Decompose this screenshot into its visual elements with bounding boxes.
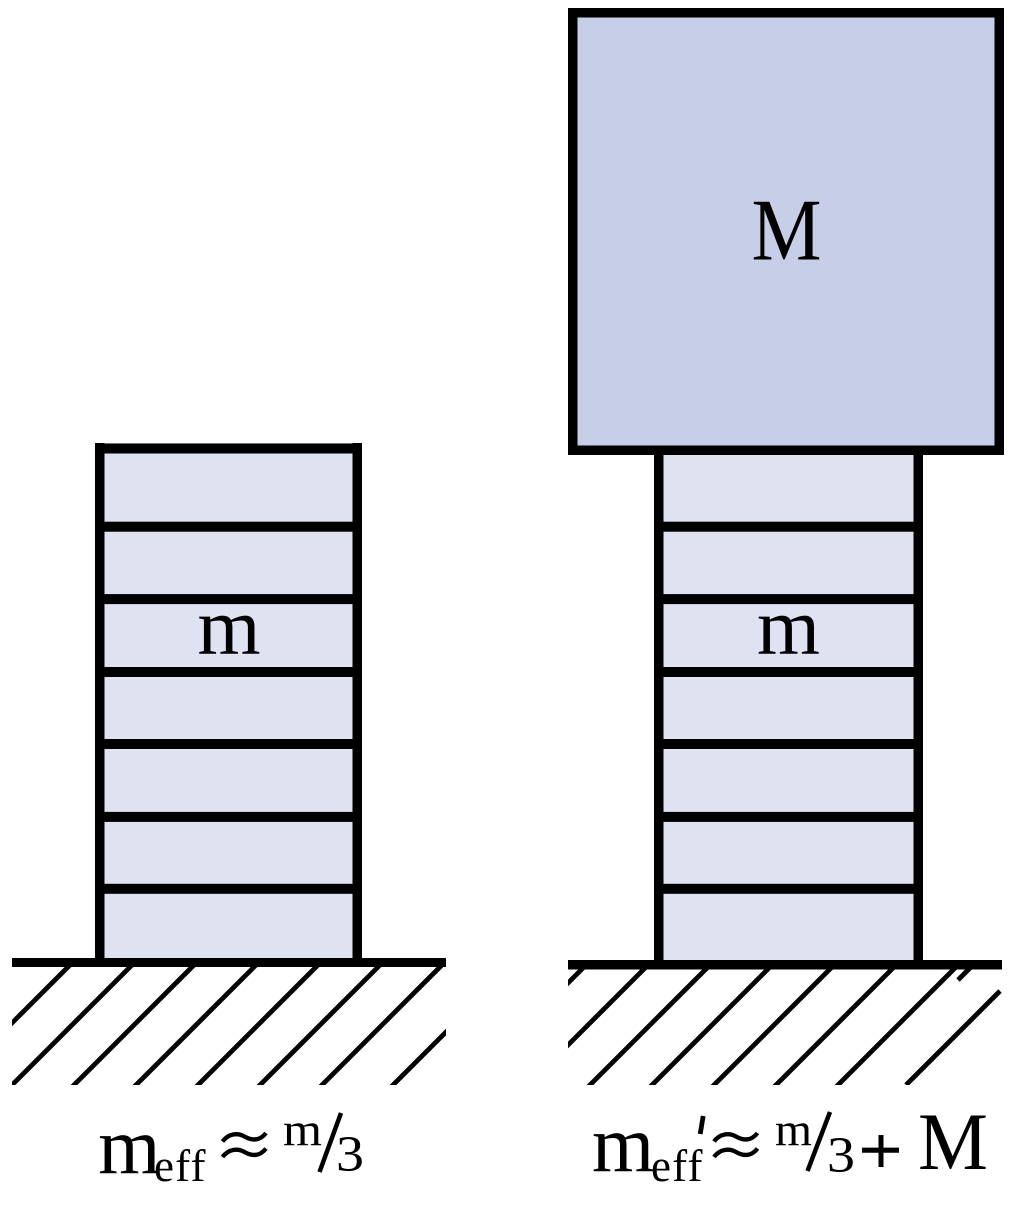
svg-text:m: m xyxy=(757,582,820,672)
svg-text:M: M xyxy=(918,1096,988,1187)
svg-text:m: m xyxy=(592,1101,654,1189)
svg-text:m: m xyxy=(197,582,260,672)
svg-text:3: 3 xyxy=(827,1128,855,1184)
svg-text:m: m xyxy=(775,1104,812,1156)
svg-text:m: m xyxy=(283,1104,322,1156)
svg-text:M: M xyxy=(752,183,822,280)
svg-text:eff: eff xyxy=(651,1141,704,1191)
svg-text:3: 3 xyxy=(336,1127,364,1183)
svg-text:m: m xyxy=(98,1103,160,1191)
svg-text:eff: eff xyxy=(154,1141,207,1191)
